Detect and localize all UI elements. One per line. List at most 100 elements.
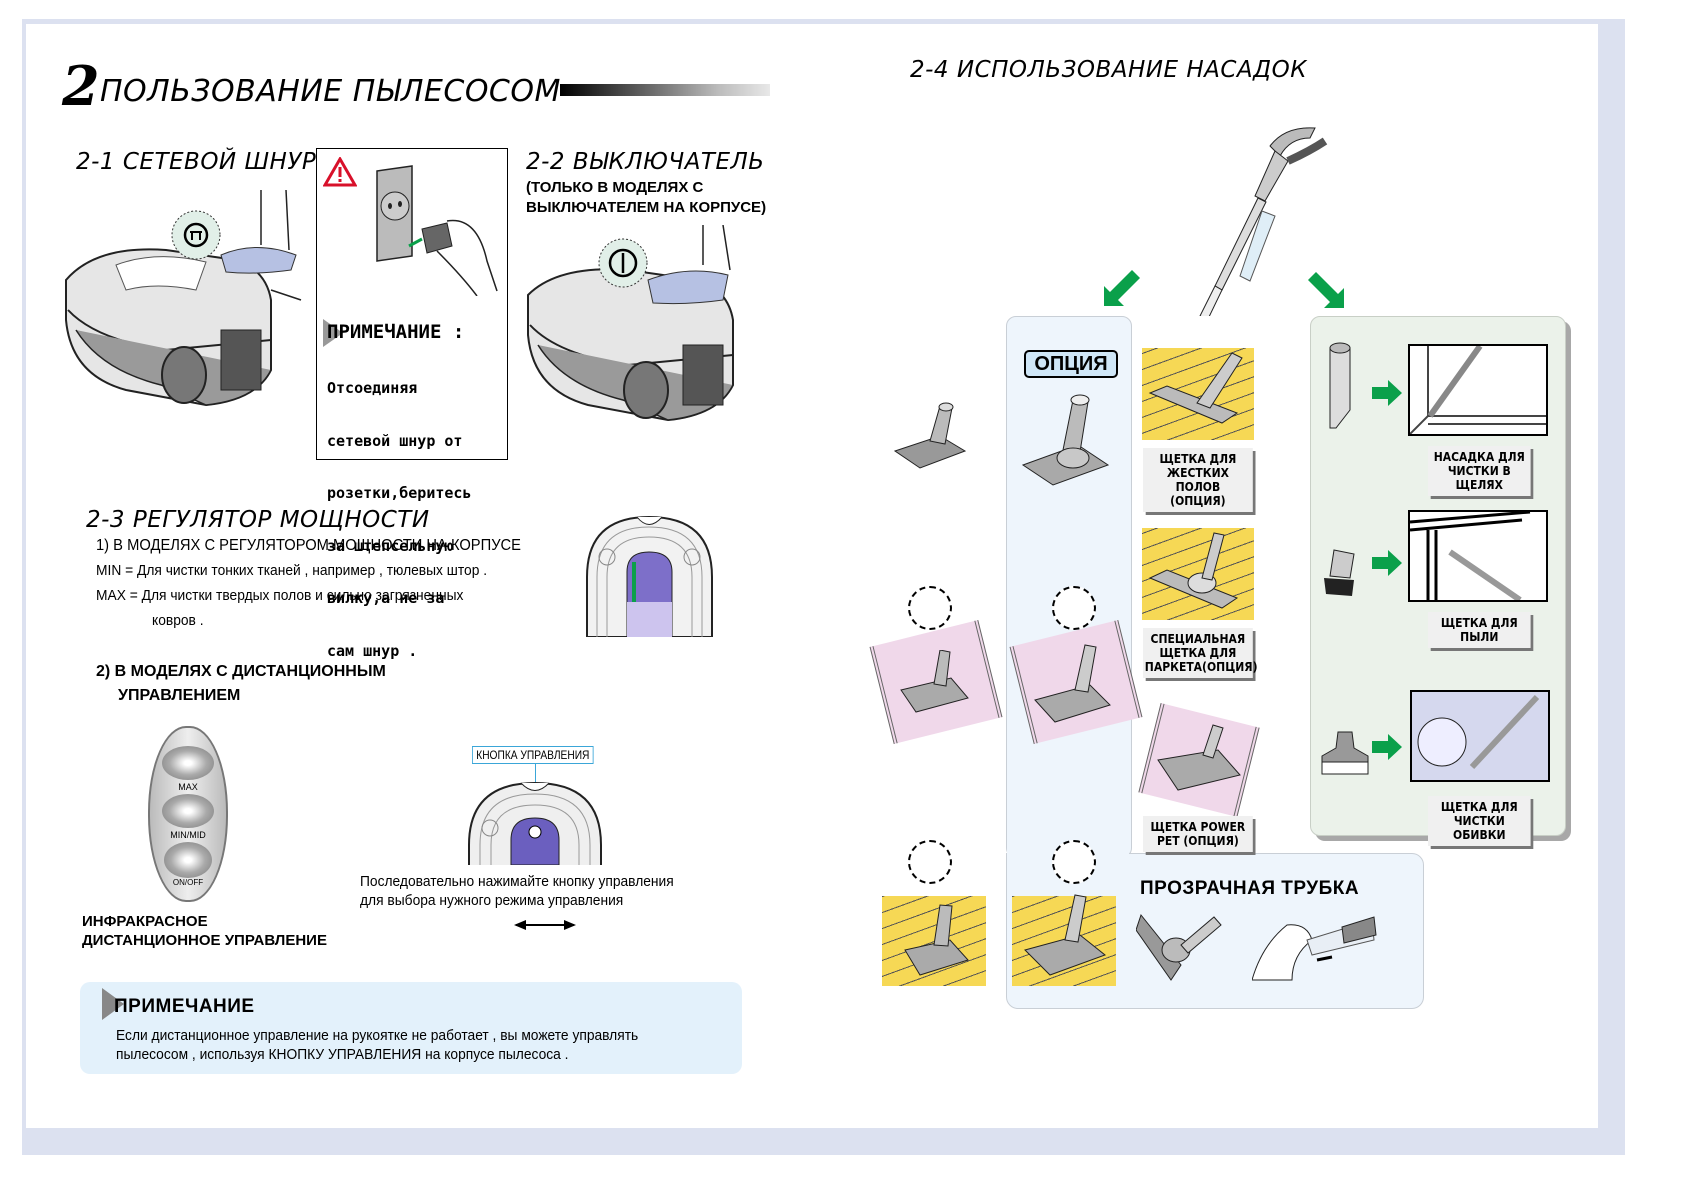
pedal-switch-carpet-icon bbox=[1052, 586, 1096, 630]
subtitle-line: ВЫКЛЮЧАТЕЛЕМ НА КОРПУСЕ) bbox=[526, 199, 767, 216]
green-arrow-right-icon bbox=[1372, 380, 1402, 406]
vacuum-cleaner-plug-illustration bbox=[65, 190, 302, 407]
warning-triangle-icon bbox=[323, 157, 357, 187]
subtitle-line: (ТОЛЬКО В МОДЕЛЯХ С bbox=[526, 179, 704, 196]
remote-on-off-label: ON/OFF bbox=[172, 878, 204, 887]
socket-plug-illustration bbox=[376, 165, 498, 296]
chapter-number: 2 bbox=[62, 54, 100, 118]
parquet-brush-label: СПЕЦИАЛЬНАЯ ЩЕТКА ДЛЯ ПАРКЕТА(ОПЦИЯ) bbox=[1143, 628, 1258, 678]
dusting-brush-icon bbox=[1324, 549, 1355, 596]
label-line: СПЕЦИАЛЬНАЯ bbox=[1150, 632, 1246, 646]
section-2-2-title: 2-2 ВЫКЛЮЧАТЕЛЬ bbox=[526, 149, 765, 175]
brush-on-carpet-icon bbox=[900, 650, 969, 713]
upholstery-tool-usage-image bbox=[1410, 690, 1550, 782]
upholstery-tool-label: ЩЕТКА ДЛЯ ЧИСТКИ ОБИВКИ bbox=[1428, 796, 1531, 846]
control-caption: Последовательно нажимайте кнопку управле… bbox=[360, 872, 674, 910]
note-line: Отсоединяя bbox=[327, 379, 418, 397]
crevice-tool-usage-image bbox=[1408, 344, 1548, 436]
section-2-4-title: 2-4 ИСПОЛЬЗОВАНИЕ НАСАДОК bbox=[910, 57, 1308, 83]
upholstery-tool-icon bbox=[1321, 731, 1369, 775]
remote-min-mid-button[interactable] bbox=[162, 794, 214, 828]
label-line: ЧИСТКИ В ЩЕЛЯХ bbox=[1447, 464, 1511, 492]
note-line: розетки,беритесь bbox=[327, 484, 472, 502]
vacuum-cleaner-switch-illustration bbox=[527, 225, 734, 422]
section-2-3-title: 2-3 РЕГУЛЯТОР МОЩНОСТИ bbox=[86, 507, 430, 533]
label-line: ПАРКЕТА(ОПЦИЯ) bbox=[1144, 660, 1258, 674]
label-line: PET (ОПЦИЯ) bbox=[1156, 834, 1239, 848]
note-text: Если дистанционное управление на рукоятк… bbox=[116, 1026, 638, 1064]
label-line: ЖЕСТКИХ ПОЛОВ bbox=[1166, 466, 1229, 494]
dusting-brush-label: ЩЕТКА ДЛЯ ПЫЛИ bbox=[1428, 612, 1531, 648]
label-line: ЩЕТКА ДЛЯ bbox=[1440, 800, 1518, 814]
warning-note-title: ПРИМЕЧАНИЕ : bbox=[327, 321, 465, 343]
chapter-title: ПОЛЬЗОВАНИЕ ПЫЛЕСОСОМ bbox=[100, 74, 561, 109]
caption-line: для выбора нужного режима управления bbox=[360, 892, 624, 909]
label-line: ЩЕТКА ДЛЯ bbox=[1159, 452, 1237, 466]
pedal-switch-floor-icon bbox=[908, 840, 952, 884]
remote-max-label: MAX bbox=[178, 782, 198, 792]
upholstery-usage-drawing bbox=[1417, 694, 1540, 770]
plug-symbol-icon bbox=[481, 819, 499, 837]
max-description-cont: ковров . bbox=[152, 612, 204, 629]
green-arrow-right-icon bbox=[1372, 550, 1402, 576]
option-brush-on-floor-icon bbox=[1024, 894, 1107, 976]
label-line: ЩЕТКА POWER bbox=[1150, 820, 1246, 834]
remote-note-panel: ПРИМЕЧАНИЕ Если дистанционное управление… bbox=[80, 982, 742, 1074]
transparent-tube-brush-icon bbox=[1136, 913, 1222, 981]
parquet-brush-image bbox=[1142, 528, 1254, 620]
remote-max-button[interactable] bbox=[162, 746, 214, 780]
handle-and-tube-illustration bbox=[1199, 127, 1328, 316]
pedal-switch-floor-icon bbox=[1052, 840, 1096, 884]
control-button-panel-illustration bbox=[468, 781, 602, 865]
title-gradient-bar bbox=[560, 84, 770, 96]
control-button-callout: КНОПКА УПРАВЛЕНИЯ bbox=[472, 746, 594, 764]
item2-line: УПРАВЛЕНИЕМ bbox=[118, 687, 241, 704]
note-marker-icon bbox=[102, 988, 124, 1020]
power-symbol-icon bbox=[683, 548, 701, 566]
label-line: ЧИСТКИ ОБИВКИ bbox=[1453, 814, 1506, 842]
section-2-2-subtitle: (ТОЛЬКО В МОДЕЛЯХ С ВЫКЛЮЧАТЕЛЕМ НА КОРП… bbox=[526, 178, 766, 218]
turbo-brush-option-icon bbox=[1021, 394, 1110, 486]
hard-floor-image bbox=[1012, 896, 1116, 986]
note-line: сам шнур . bbox=[327, 641, 418, 660]
label-line: НАСАДКА ДЛЯ bbox=[1433, 450, 1525, 464]
unplug-warning-box: ПРИМЕЧАНИЕ : Отсоединяя сетевой шнур от … bbox=[316, 148, 508, 659]
infrared-remote-control: MAX MIN/MID ON/OFF bbox=[148, 726, 228, 902]
label-line: ЩЕТКА ДЛЯ bbox=[1159, 646, 1237, 660]
plug-symbol-icon bbox=[171, 210, 221, 260]
parquet-brush-icon bbox=[1148, 532, 1239, 609]
transparent-tube-title: ПРОЗРАЧНАЯ ТРУБКА bbox=[1140, 878, 1360, 899]
caption-line: Последовательно нажимайте кнопку управле… bbox=[360, 873, 674, 890]
option-brush-on-carpet-icon bbox=[1034, 644, 1111, 723]
note-title: ПРИМЕЧАНИЕ bbox=[114, 996, 255, 1017]
power-regulator-item1-title: 1) В МОДЕЛЯХ С РЕГУЛЯТОРОМ МОЩНОСТИ НА К… bbox=[96, 537, 522, 554]
crevice-tool-icon bbox=[1329, 342, 1351, 429]
hard-floor-brush-image bbox=[1142, 348, 1254, 440]
note-marker-icon bbox=[323, 319, 343, 347]
remote-min-mid-label: MIN/MID bbox=[170, 830, 206, 840]
green-arrow-down-left-icon bbox=[1104, 270, 1140, 306]
crevice-usage-drawing bbox=[1409, 344, 1546, 435]
note-line: пылесосом , используя КНОПКУ УПРАВЛЕНИЯ … bbox=[116, 1046, 569, 1063]
plug-symbol-icon bbox=[598, 548, 616, 566]
max-description: MAX = Для чистки твердых полов и сильно … bbox=[96, 587, 464, 604]
section-2-1-title: 2-1 СЕТЕВОЙ ШНУР bbox=[76, 149, 317, 175]
control-button-icon bbox=[528, 825, 542, 839]
power-regulator-item2-title: 2) В МОДЕЛЯХ С ДИСТАНЦИОННЫМ УПРАВЛЕНИЕМ bbox=[96, 662, 386, 706]
note-line: вилку,а не за bbox=[327, 589, 445, 607]
warning-note-text: Отсоединяя сетевой шнур от розетки,берит… bbox=[327, 345, 472, 695]
crevice-tool-label: НАСАДКА ДЛЯ ЧИСТКИ В ЩЕЛЯХ bbox=[1428, 446, 1531, 496]
note-line: Если дистанционное управление на рукоятк… bbox=[116, 1027, 639, 1044]
option-badge: ОПЦИЯ bbox=[1024, 350, 1118, 378]
combination-brush-icon bbox=[893, 402, 967, 469]
power-pet-brush-icon bbox=[1157, 724, 1241, 791]
label-line: ЩЕТКА ДЛЯ bbox=[1440, 616, 1518, 630]
remote-on-off-button[interactable] bbox=[164, 842, 212, 878]
dusting-brush-usage-image bbox=[1408, 510, 1548, 603]
green-arrow-right-icon bbox=[1372, 734, 1402, 760]
remote-caption: ИНФРАКРАСНОЕ ДИСТАНЦИОННОЕ УПРАВЛЕНИЕ bbox=[82, 912, 327, 950]
tube-cleaning-hand-icon bbox=[1252, 916, 1377, 981]
green-arrow-down-right-icon bbox=[1308, 272, 1344, 308]
double-arrow-icon bbox=[514, 920, 576, 930]
item2-line: 2) В МОДЕЛЯХ С ДИСТАНЦИОННЫМ bbox=[96, 663, 386, 680]
